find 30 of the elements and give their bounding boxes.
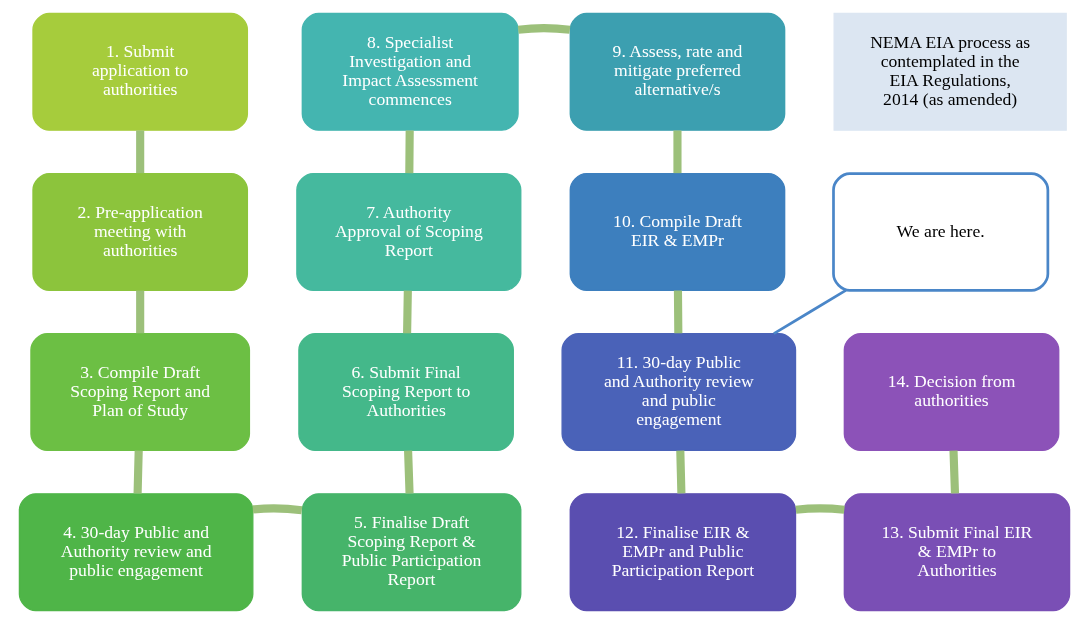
node-box: 7. Authority Approval of Scoping Report: [296, 172, 522, 291]
node-box: 11. 30-day Public and Authority review and public engagement: [561, 333, 797, 452]
connector: [676, 450, 686, 494]
connector: [405, 130, 414, 174]
node-box: 6. Submit Final Scoping Report to Authorities: [298, 333, 514, 452]
connector: [133, 450, 143, 494]
node-box: 13. Submit Final EIR & EMPr to Authorities: [843, 493, 1071, 612]
node-box: 2. Pre-application meeting with authorities: [32, 172, 249, 291]
connector: [136, 290, 145, 334]
connector: [949, 450, 960, 494]
node-box: 12. Finalise EIR & EMPr and Public Participation Report: [569, 493, 797, 612]
node-box: 3. Compile Draft Scoping Report and Plan of Study: [30, 333, 251, 452]
node-box: 10. Compile Draft EIR & EMPr: [569, 172, 786, 291]
node-box: 5. Finalise Draft Scoping Report & Public Participation Report: [301, 493, 522, 612]
node-box: 1. Submit application to authorities: [32, 12, 249, 131]
node-box: 14. Decision from authorities: [843, 333, 1060, 452]
connector: [252, 504, 303, 515]
node-box: 4. 30-day Public and Authority review and public engagement: [18, 493, 254, 612]
node-box: 9. Assess, rate and mitigate preferred alternative/s: [569, 12, 786, 131]
node-box: We are here.: [832, 172, 1050, 292]
connector: [517, 24, 571, 34]
connector: [136, 130, 145, 174]
node-box: NEMA EIA process as contemplated in the EIA Regulations, 2014 (as amended): [833, 12, 1067, 131]
connector: [795, 504, 845, 514]
connector: [673, 130, 682, 174]
connector: [403, 290, 412, 334]
connector: [773, 289, 847, 335]
node-box: 8. Specialist Investigation and Impact Assessment commences: [301, 12, 519, 131]
connector: [673, 290, 683, 334]
connector: [404, 450, 414, 494]
